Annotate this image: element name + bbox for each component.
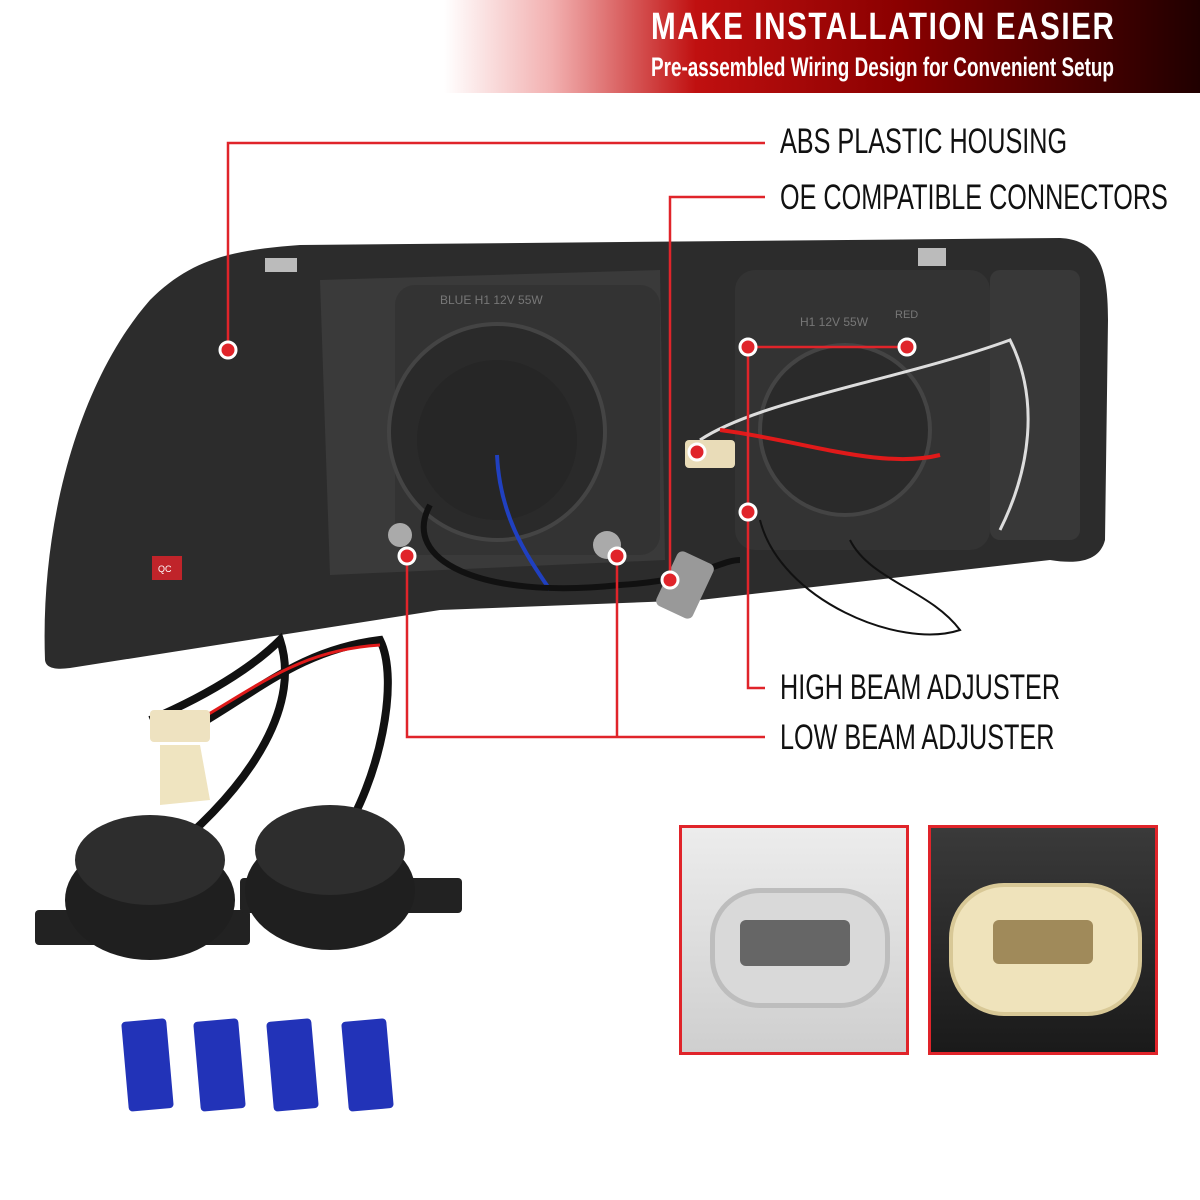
callout-low-beam: LOW BEAM ADJUSTER [780, 718, 1055, 757]
banner-title: MAKE INSTALLATION EASIER [651, 6, 1116, 48]
gray-connector-closeup [679, 825, 909, 1055]
dust-cap-accessory-2 [240, 805, 462, 950]
dust-cap-accessory-1 [35, 815, 250, 960]
callout-housing: ABS PLASTIC HOUSING [780, 122, 1068, 161]
high-color-marking: RED [895, 309, 918, 321]
header-banner: MAKE INSTALLATION EASIER Pre-assembled W… [0, 0, 1200, 93]
connector-gray [656, 551, 714, 619]
callout-connectors: OE COMPATIBLE CONNECTORS [780, 178, 1168, 217]
tan-connector-closeup [928, 825, 1158, 1055]
qc-sticker [152, 556, 182, 580]
low-beam-marking: BLUE H1 12V 55W [440, 293, 543, 307]
callout-dots [218, 337, 917, 590]
high-beam-dust-cap [758, 343, 932, 517]
banner-subtitle: Pre-assembled Wiring Design for Convenie… [651, 52, 1114, 82]
accessory-connector [150, 710, 210, 742]
high-beam-marking: H1 12V 55W [800, 315, 869, 329]
callout-high-beam: HIGH BEAM ADJUSTER [780, 668, 1061, 707]
wire-taps [121, 1018, 394, 1112]
svg-text:QC: QC [158, 564, 172, 574]
